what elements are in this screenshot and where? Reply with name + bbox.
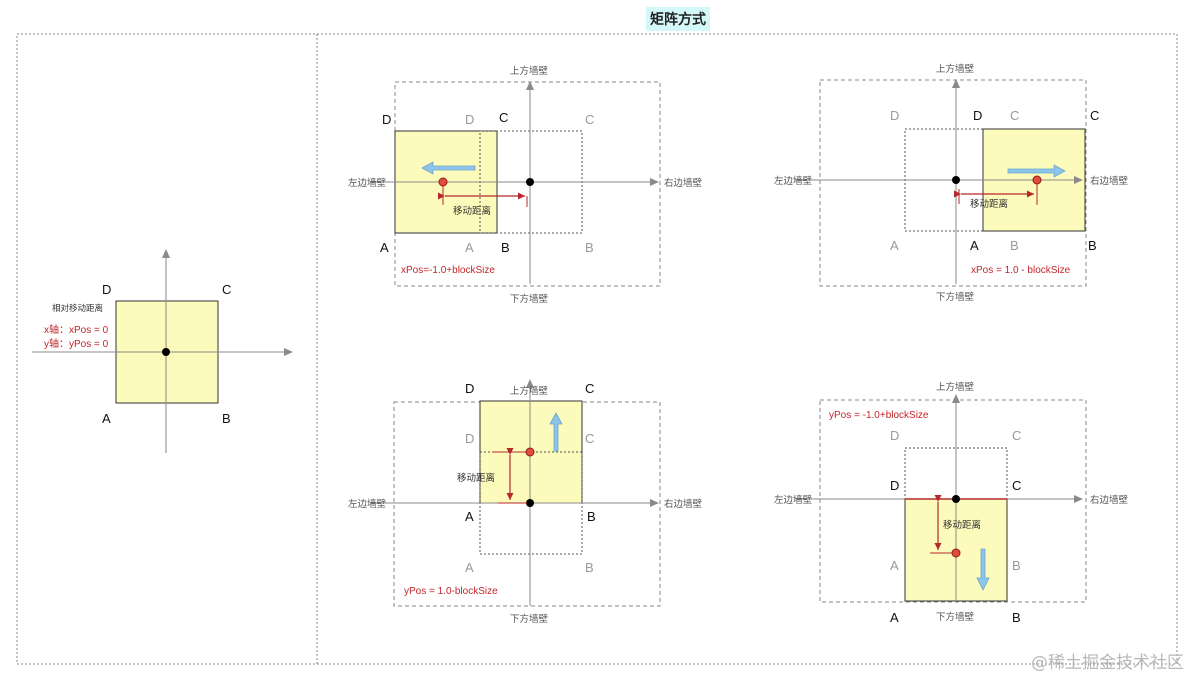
- top-wall-label: 上方墙壁: [936, 63, 975, 75]
- moved-center-dot: [1032, 175, 1042, 185]
- bottom-wall-label: 下方墙壁: [936, 291, 975, 303]
- left-wall-label: 左边墙壁: [774, 175, 813, 187]
- bottom-wall-label: 下方墙壁: [510, 613, 549, 625]
- watermark: @稀土掘金技术社区: [1031, 653, 1184, 673]
- corner-label-b: B: [1012, 610, 1021, 625]
- origin-dot: [526, 499, 534, 507]
- move-distance-label: 移动距离: [457, 472, 495, 484]
- panel-move-up: 移动距离 上方墙壁 下方墙壁 左边墙壁 右边墙壁 D C D C A B A B…: [348, 379, 703, 625]
- left-wall-label: 左边墙壁: [348, 498, 387, 510]
- move-distance-label: 移动距离: [453, 205, 491, 217]
- corner-label-a-original: A: [890, 238, 899, 253]
- corner-label-a: A: [465, 509, 474, 524]
- corner-label-d-original: D: [465, 112, 474, 127]
- corner-label-c: C: [1012, 478, 1021, 493]
- corner-label-a: A: [380, 240, 389, 255]
- corner-label-a: A: [102, 411, 111, 426]
- initial-origin: [162, 348, 170, 356]
- top-wall-label: 上方墙壁: [936, 381, 975, 393]
- corner-label-a-original: A: [465, 240, 474, 255]
- right-wall-label: 右边墙壁: [1090, 175, 1129, 187]
- initial-panel: D C A B 相对移动距离 x轴：xPos = 0 y轴：yPos = 0: [32, 249, 293, 453]
- corner-label-d-original: D: [890, 108, 899, 123]
- corner-label-d: D: [890, 478, 899, 493]
- corner-label-d-original: D: [890, 428, 899, 443]
- bottom-wall-label: 下方墙壁: [510, 293, 549, 305]
- arrow-down-icon: [976, 548, 990, 591]
- top-wall-label: 上方墙壁: [510, 65, 549, 77]
- corner-label-a: A: [890, 610, 899, 625]
- corner-label-b: B: [587, 509, 596, 524]
- formula-label: xPos = 1.0 - blockSize: [971, 265, 1071, 276]
- corner-label-c: C: [585, 381, 594, 396]
- corner-label-d: D: [973, 108, 982, 123]
- origin-dot: [952, 176, 960, 184]
- bottom-wall-label: 下方墙壁: [936, 611, 975, 623]
- left-wall-label: 左边墙壁: [774, 494, 813, 506]
- corner-label-c: C: [222, 282, 231, 297]
- corner-label-c-original: C: [1012, 428, 1021, 443]
- corner-label-b: B: [222, 411, 231, 426]
- moved-center-dot: [525, 447, 535, 457]
- corner-label-b-original: B: [585, 240, 594, 255]
- arrow-up-icon: [549, 412, 563, 452]
- arrow-right-icon: [1007, 164, 1066, 178]
- outer-frame: [16, 33, 1178, 665]
- corner-label-b-original: B: [585, 560, 594, 575]
- panel-move-left: 移动距离 上方墙壁 下方墙壁 左边墙壁 右边墙壁 D D C C A A B B…: [348, 65, 703, 305]
- formula-label: yPos = 1.0-blockSize: [404, 586, 498, 597]
- corner-label-b: B: [501, 240, 510, 255]
- y-pos-note: y轴：yPos = 0: [44, 337, 109, 350]
- move-distance-label: 移动距离: [943, 519, 981, 531]
- right-wall-label: 右边墙壁: [664, 498, 703, 510]
- corner-label-d: D: [382, 112, 391, 127]
- corner-label-c-original: C: [1010, 108, 1019, 123]
- right-wall-label: 右边墙壁: [664, 177, 703, 189]
- left-wall-label: 左边墙壁: [348, 177, 387, 189]
- corner-label-b: B: [1088, 238, 1097, 253]
- corner-label-b-original: B: [1012, 558, 1021, 573]
- corner-label-d: D: [102, 282, 111, 297]
- arrow-left-icon: [421, 161, 476, 175]
- formula-label: yPos = -1.0+blockSize: [829, 410, 929, 421]
- corner-label-d-original: D: [465, 431, 474, 446]
- corner-label-d: D: [465, 381, 474, 396]
- origin-dot: [526, 178, 534, 186]
- formula-label: xPos=-1.0+blockSize: [401, 265, 495, 276]
- corner-label-b-original: B: [1010, 238, 1019, 253]
- corner-label-c-original: C: [585, 112, 594, 127]
- move-distance-label: 移动距离: [970, 198, 1008, 210]
- page-title: 矩阵方式: [646, 7, 710, 31]
- panel-move-down: 移动距离 上方墙壁 下方墙壁 左边墙壁 右边墙壁 D C D C A B A B…: [774, 381, 1129, 625]
- panel-move-right: 移动距离 上方墙壁 下方墙壁 左边墙壁 右边墙壁 D D C C A A B B…: [774, 63, 1129, 303]
- corner-label-c-original: C: [585, 431, 594, 446]
- corner-label-c: C: [499, 110, 508, 125]
- origin-dot: [952, 495, 960, 503]
- corner-label-a-original: A: [890, 558, 899, 573]
- moved-center-dot: [438, 177, 448, 187]
- corner-label-a-original: A: [465, 560, 474, 575]
- x-pos-note: x轴：xPos = 0: [44, 323, 109, 336]
- relative-distance-caption: 相对移动距离: [52, 303, 103, 313]
- top-wall-label: 上方墙壁: [510, 385, 549, 397]
- corner-label-a: A: [970, 238, 979, 253]
- corner-label-c: C: [1090, 108, 1099, 123]
- right-wall-label: 右边墙壁: [1090, 494, 1129, 506]
- moved-center-dot: [951, 548, 961, 558]
